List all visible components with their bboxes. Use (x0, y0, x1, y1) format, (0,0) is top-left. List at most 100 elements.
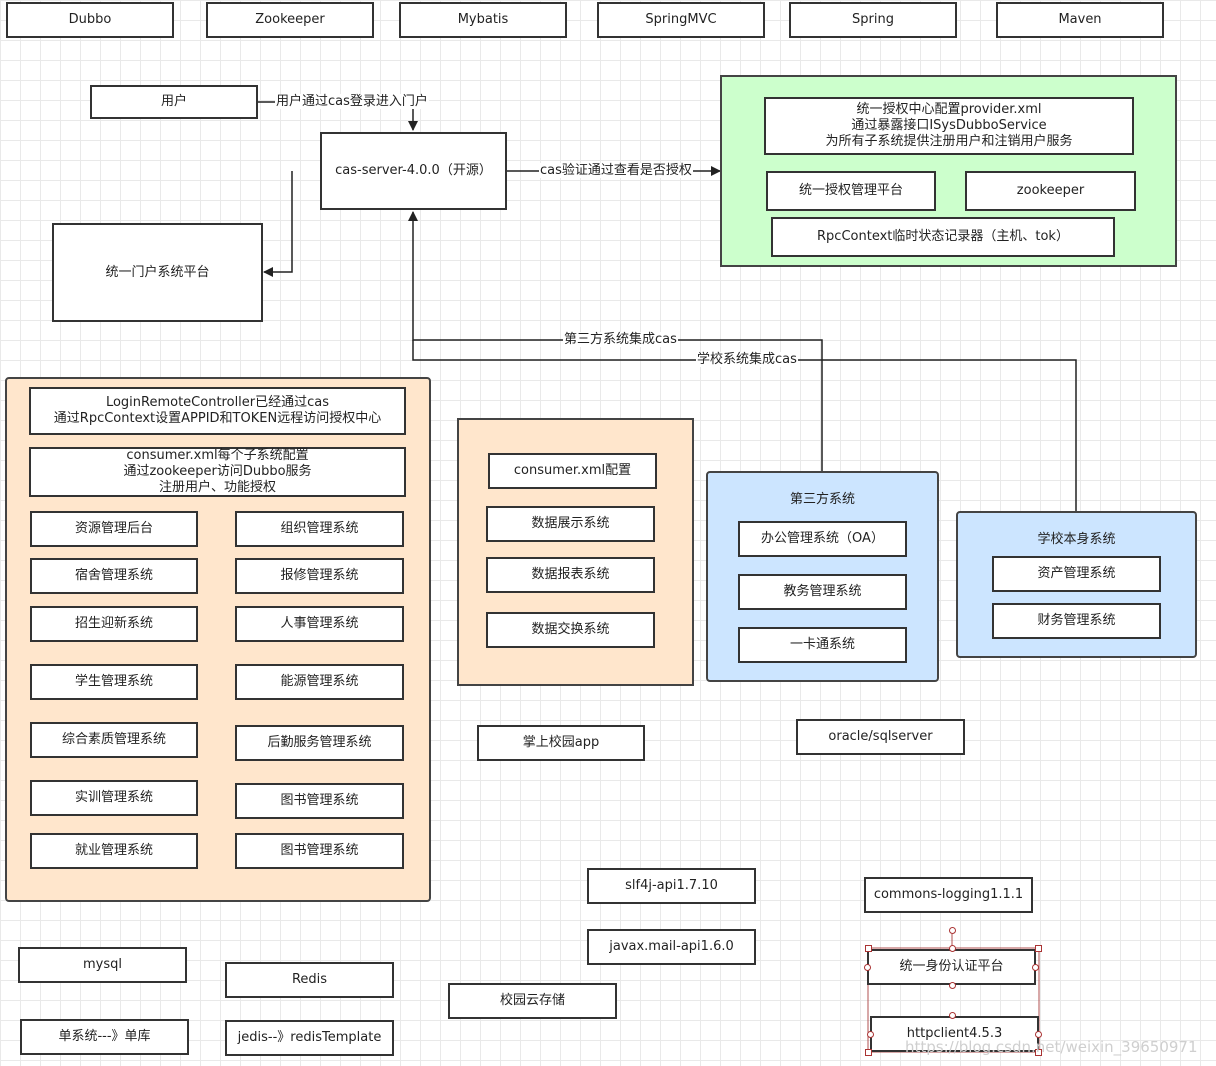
system-label: 后勤服务管理系统 (267, 735, 372, 750)
user-node[interactable]: 用户 (90, 85, 258, 119)
cloud-storage-node[interactable]: 校园云存储 (448, 983, 617, 1019)
tech-dubbo[interactable]: Dubbo (6, 2, 174, 38)
resize-handle[interactable] (1035, 945, 1042, 952)
system-node[interactable]: 报修管理系统 (235, 558, 404, 594)
mysql-label: mysql (83, 957, 122, 972)
edge-label-cas-auth: cas验证通过查看是否授权 (539, 163, 693, 178)
connect-handle[interactable] (949, 945, 956, 952)
system-node[interactable]: 实训管理系统 (30, 780, 198, 816)
data-system-node[interactable]: 数据报表系统 (486, 557, 655, 593)
system-label: 图书管理系统 (280, 793, 359, 808)
system-node[interactable]: 图书管理系统 (235, 783, 404, 819)
login-line: LoginRemoteController已经通过cas (105, 395, 330, 410)
system-label: 综合素质管理系统 (61, 732, 166, 747)
javax-mail-node[interactable]: javax.mail-api1.6.0 (587, 929, 756, 965)
system-node[interactable]: 就业管理系统 (30, 833, 198, 869)
third-party-system-node[interactable]: 一卡通系统 (738, 627, 907, 663)
school-system-node[interactable]: 资产管理系统 (992, 556, 1161, 592)
resize-handle[interactable] (865, 1049, 872, 1056)
tech-maven[interactable]: Maven (996, 2, 1164, 38)
oracle-node[interactable]: oracle/sqlserver (796, 719, 965, 755)
system-label: 实训管理系统 (74, 790, 153, 805)
connect-handle[interactable] (864, 964, 871, 971)
system-label: 图书管理系统 (280, 843, 359, 858)
consumer-line: 注册用户、功能授权 (158, 480, 276, 495)
connect-handle[interactable] (949, 982, 956, 989)
resize-handle[interactable] (865, 945, 872, 952)
identity-platform-node[interactable]: 统一身份认证平台 (867, 949, 1036, 985)
data-system-node[interactable]: 数据展示系统 (486, 506, 655, 542)
system-node[interactable]: 组织管理系统 (235, 511, 404, 547)
zookeeper-node[interactable]: zookeeper (965, 171, 1136, 211)
rpc-context-node[interactable]: RpcContext临时状态记录器（主机、tok） (771, 217, 1115, 257)
single-db-node[interactable]: 单系统---》单库 (20, 1019, 189, 1055)
slf4j-node[interactable]: slf4j-api1.7.10 (587, 868, 756, 904)
connect-handle[interactable] (867, 1031, 874, 1038)
system-node[interactable]: 图书管理系统 (235, 833, 404, 869)
mysql-node[interactable]: mysql (18, 947, 187, 983)
provider-config-node[interactable]: 统一授权中心配置provider.xml 通过暴露接口ISysDubboServ… (764, 97, 1134, 155)
tech-mybatis[interactable]: Mybatis (399, 2, 567, 38)
provider-line: 通过暴露接口ISysDubboService (851, 118, 1047, 133)
javax-mail-label: javax.mail-api1.6.0 (609, 939, 734, 954)
system-label: 招生迎新系统 (74, 616, 153, 631)
connect-handle[interactable] (949, 1012, 956, 1019)
login-controller-node[interactable]: LoginRemoteController已经通过cas 通过RpcContex… (29, 387, 406, 435)
tech-label: SpringMVC (645, 12, 717, 27)
portal-node[interactable]: 统一门户系统平台 (52, 223, 263, 322)
system-node[interactable]: 能源管理系统 (235, 664, 404, 700)
login-line: 通过RpcContext设置APPID和TOKEN远程访问授权中心 (53, 411, 382, 426)
connect-handle[interactable] (1032, 964, 1039, 971)
redis-node[interactable]: Redis (225, 962, 394, 998)
system-node[interactable]: 综合素质管理系统 (30, 722, 198, 758)
school-system-node[interactable]: 财务管理系统 (992, 603, 1161, 639)
data-system-node[interactable]: 数据交换系统 (486, 612, 655, 648)
system-node[interactable]: 资源管理后台 (30, 511, 198, 547)
slf4j-label: slf4j-api1.7.10 (625, 878, 718, 893)
commons-logging-label: commons-logging1.1.1 (873, 887, 1024, 902)
tech-zookeeper[interactable]: Zookeeper (206, 2, 374, 38)
system-label: 组织管理系统 (280, 521, 359, 536)
auth-platform-node[interactable]: 统一授权管理平台 (766, 171, 936, 211)
consumer-line: 通过zookeeper访问Dubbo服务 (123, 464, 312, 479)
system-node[interactable]: 宿舍管理系统 (30, 558, 198, 594)
commons-logging-node[interactable]: commons-logging1.1.1 (864, 877, 1033, 913)
cloud-storage-label: 校园云存储 (499, 993, 565, 1008)
data-system-label: 数据展示系统 (531, 516, 610, 531)
provider-line: 为所有子系统提供注册用户和注销用户服务 (825, 134, 1073, 149)
consumer-config-node[interactable]: consumer.xml每个子系统配置 通过zookeeper访问Dubbo服务… (29, 447, 406, 497)
system-label: 宿舍管理系统 (74, 568, 153, 583)
system-node[interactable]: 后勤服务管理系统 (235, 725, 404, 761)
system-node[interactable]: 人事管理系统 (235, 606, 404, 642)
jedis-node[interactable]: jedis--》redisTemplate (225, 1020, 394, 1056)
cas-server-node[interactable]: cas-server-4.0.0（开源） (320, 132, 507, 210)
connect-handle[interactable] (1035, 1031, 1042, 1038)
tech-label: Mybatis (457, 12, 509, 27)
rotate-handle[interactable] (949, 927, 956, 934)
school-system-label: 资产管理系统 (1037, 566, 1116, 581)
user-label: 用户 (160, 94, 187, 109)
app-label: 掌上校园app (522, 735, 600, 750)
system-label: 人事管理系统 (280, 616, 359, 631)
middle-consumer-node[interactable]: consumer.xml配置 (488, 453, 657, 489)
edge-label-school: 学校系统集成cas (696, 352, 798, 367)
jedis-label: jedis--》redisTemplate (237, 1030, 382, 1045)
provider-line: 统一授权中心配置provider.xml (856, 102, 1042, 117)
edge-label-third-party: 第三方系统集成cas (563, 332, 678, 347)
system-node[interactable]: 招生迎新系统 (30, 606, 198, 642)
resize-handle[interactable] (1035, 1049, 1042, 1056)
identity-platform-label: 统一身份认证平台 (899, 959, 1004, 974)
oracle-label: oracle/sqlserver (828, 729, 933, 744)
data-system-label: 数据交换系统 (531, 622, 610, 637)
app-node[interactable]: 掌上校园app (477, 725, 645, 761)
data-system-label: 数据报表系统 (531, 567, 610, 582)
middle-consumer-label: consumer.xml配置 (513, 463, 632, 478)
third-party-system-node[interactable]: 办公管理系统（OA） (738, 521, 907, 557)
third-party-title: 第三方系统 (789, 492, 855, 507)
third-party-system-node[interactable]: 教务管理系统 (738, 574, 907, 610)
single-db-label: 单系统---》单库 (58, 1029, 151, 1044)
system-node[interactable]: 学生管理系统 (30, 664, 198, 700)
tech-springmvc[interactable]: SpringMVC (597, 2, 765, 38)
edge-label-user-login: 用户通过cas登录进入门户 (275, 94, 429, 109)
tech-spring[interactable]: Spring (789, 2, 957, 38)
